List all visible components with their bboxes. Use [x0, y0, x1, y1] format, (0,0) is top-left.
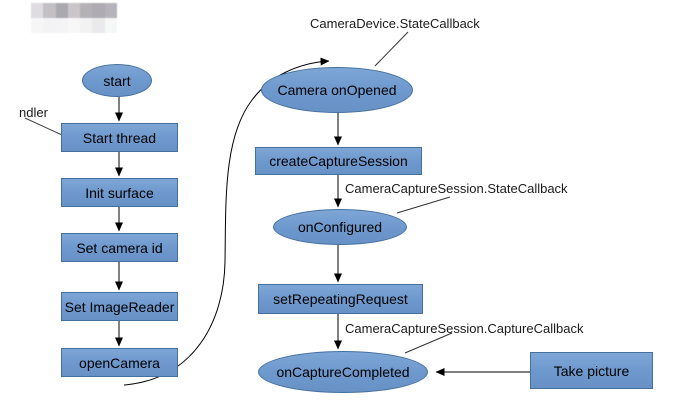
node-set-camera-id: Set camera id — [61, 233, 178, 262]
node-start-thread: Start thread — [61, 123, 178, 152]
node-onconfigured: onConfigured — [273, 209, 407, 245]
node-setrepeatingrequest: setRepeatingRequest — [258, 284, 423, 314]
label-cameradevice-statecallback: CameraDevice.StateCallback — [310, 16, 480, 31]
node-take-picture: Take picture — [530, 352, 653, 389]
leader-capturesession-capturecallback — [404, 332, 453, 354]
node-opencamera: openCamera — [61, 348, 178, 377]
label-cameracapturesession-statecallback: CameraCaptureSession.StateCallback — [345, 181, 568, 196]
leader-cameradevice-statecallback — [374, 31, 409, 67]
node-oncapturecompleted: onCaptureCompleted — [258, 351, 428, 393]
node-set-imagereader: Set ImageReader — [61, 292, 178, 321]
node-start: start — [82, 64, 152, 97]
leader-ndler — [24, 117, 63, 136]
label-handler-truncated: ndler — [19, 105, 48, 120]
pixelated-watermark — [31, 3, 117, 33]
node-camera-onopened: Camera onOpened — [261, 67, 413, 113]
leader-capturesession-statecallback — [396, 196, 451, 214]
node-init-surface: Init surface — [61, 178, 178, 207]
label-cameracapturesession-capturecallback: CameraCaptureSession.CaptureCallback — [345, 321, 584, 336]
node-createcapturesession: createCaptureSession — [255, 147, 422, 175]
